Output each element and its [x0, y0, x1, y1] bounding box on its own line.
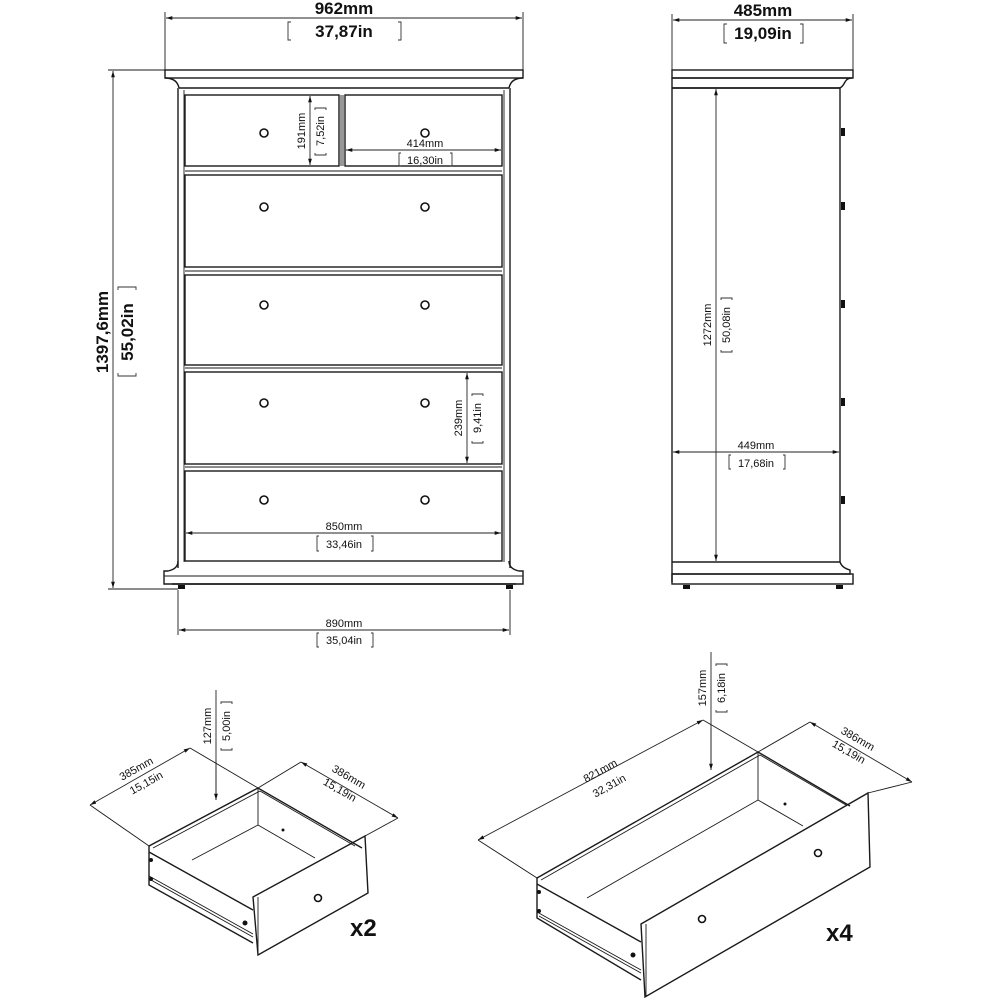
label-large-drawer-height-in: 9,41in: [472, 403, 484, 433]
dim-large-drawer-width-iso: [477, 719, 759, 879]
label-base-width-in: 35,04in: [326, 635, 362, 647]
dim-overall-depth: [671, 14, 854, 72]
label-small-drawer-iso-height-in: 5,00in: [221, 711, 233, 741]
label-small-drawer-width-in: 16,30in: [407, 155, 443, 167]
knob-icon: [420, 398, 430, 408]
dim-large-drawer-height-iso: [709, 652, 728, 770]
label-large-drawer-iso-height-mm: 157mm: [697, 670, 709, 707]
large-drawer-4: [184, 470, 503, 562]
front-view: [108, 12, 524, 648]
dim-overall-width: [164, 12, 524, 72]
knob-icon: [420, 128, 430, 138]
small-drawer-quantity: x2: [350, 915, 377, 942]
dim-small-drawer-width: [346, 148, 501, 167]
dim-small-drawer-height: [308, 96, 327, 165]
label-inner-height-mm: 1272mm: [702, 304, 714, 347]
label-large-drawer-iso-height-in: 6,18in: [716, 673, 728, 703]
side-view: [671, 14, 854, 589]
label-overall-depth-mm: 485mm: [734, 1, 793, 20]
label-small-drawer-height-in: 7,52in: [315, 116, 327, 146]
crown-molding: [164, 69, 524, 89]
knob-icon: [420, 300, 430, 310]
knob-icon: [259, 202, 269, 212]
dim-inner-width: [186, 531, 501, 552]
dim-small-drawer-height-iso: [214, 690, 233, 800]
label-overall-width-in: 37,87in: [315, 22, 373, 41]
small-drawer-right: [344, 94, 503, 167]
label-inner-depth-mm: 449mm: [738, 440, 775, 452]
knob-icon: [813, 848, 823, 858]
knob-icon: [259, 398, 269, 408]
label-small-drawer-iso-height-mm: 127mm: [202, 708, 214, 745]
dim-inner-height: [714, 89, 733, 561]
dim-small-drawer-depth-iso: [257, 761, 399, 837]
base-plinth: [163, 560, 524, 589]
dim-large-drawer-height: [465, 373, 484, 463]
dim-base-width: [177, 590, 511, 648]
small-drawer-left: [184, 94, 340, 167]
large-drawer-isometric: x4: [477, 652, 913, 999]
knob-icon: [259, 128, 269, 138]
dim-inner-depth: [673, 450, 839, 470]
large-drawer-2: [184, 274, 503, 366]
label-overall-width-mm: 962mm: [315, 0, 374, 18]
label-inner-depth-in: 17,68in: [738, 458, 774, 470]
side-knobs: [841, 128, 845, 504]
knob-icon: [420, 495, 430, 505]
label-inner-width-in: 33,46in: [326, 539, 362, 551]
knob-icon: [313, 893, 323, 903]
label-small-drawer-width-mm: 414mm: [407, 138, 444, 150]
dim-large-drawer-depth-iso: [757, 721, 913, 794]
label-small-drawer-height-mm: 191mm: [296, 113, 308, 150]
knob-icon: [259, 495, 269, 505]
label-overall-height-in: 55,02in: [118, 303, 137, 361]
label-inner-width-mm: 850mm: [326, 521, 363, 533]
dim-small-drawer-width-iso: [89, 747, 259, 847]
dim-overall-height: [108, 69, 178, 590]
small-drawer-isometric: x2: [89, 690, 399, 957]
knob-icon: [697, 914, 707, 924]
large-drawer-1: [184, 174, 503, 268]
large-drawer-3: [184, 371, 503, 465]
knob-icon: [420, 202, 430, 212]
label-base-width-mm: 890mm: [326, 618, 363, 630]
label-large-drawer-height-mm: 239mm: [453, 400, 465, 437]
label-overall-height-mm: 1397,6mm: [93, 291, 112, 373]
label-inner-height-in: 50,08in: [721, 307, 733, 343]
large-drawer-quantity: x4: [826, 920, 853, 947]
label-overall-depth-in: 19,09in: [734, 24, 792, 43]
knob-icon: [259, 300, 269, 310]
